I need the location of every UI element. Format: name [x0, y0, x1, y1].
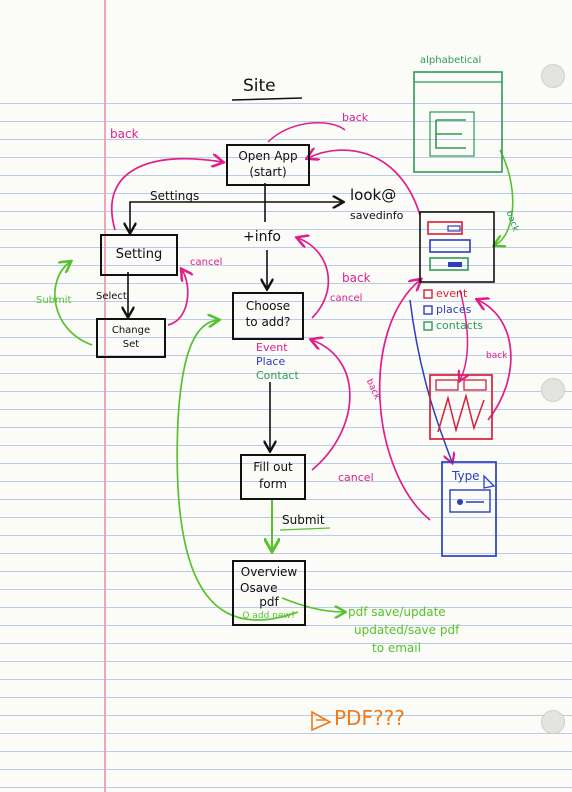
page-title: Site — [243, 76, 276, 96]
settings-label: Settings — [150, 189, 200, 203]
alphabetical-mockup — [413, 71, 503, 173]
link-saved-to-list — [460, 289, 468, 380]
fill-form-node[interactable]: Fill out form — [240, 454, 306, 500]
cancel-form-to-choose — [312, 340, 351, 471]
overview-pdf: pdf — [259, 595, 279, 609]
select-label: Select — [96, 291, 127, 302]
back-label-top: back — [342, 111, 369, 124]
checklist-event: event — [436, 287, 468, 300]
binder-hole — [541, 64, 565, 88]
type-label: Type — [452, 469, 480, 483]
submit-loop — [54, 262, 93, 346]
open-app-sublabel: (start) — [249, 165, 287, 179]
overview-add-new: O add new? — [242, 611, 296, 621]
title-underline — [231, 97, 303, 101]
cancel-setting-label: cancel — [190, 257, 223, 268]
cancel-form-label: cancel — [338, 471, 374, 484]
checkbox-event — [423, 289, 433, 299]
binder-hole — [541, 378, 565, 402]
option-place: Place — [256, 355, 286, 368]
back-choose-to-info — [298, 238, 330, 319]
back-label-left: back — [110, 127, 139, 141]
cancel-choose-label: cancel — [330, 293, 363, 304]
alpha-to-saved — [495, 149, 514, 245]
submit-form-label: Submit — [282, 513, 325, 527]
look-at-label: look@ — [350, 186, 397, 204]
pdf-arrow — [281, 597, 344, 612]
overview-label: Overview — [240, 565, 298, 579]
overview-save: Osave — [240, 581, 278, 595]
back-top-curve — [267, 121, 346, 143]
margin-line — [104, 0, 106, 792]
checkbox-contacts — [423, 321, 433, 331]
pencil-icon — [311, 710, 332, 732]
saved-info-label: savedinfo — [350, 209, 404, 222]
setting-label: Setting — [115, 247, 163, 262]
checklist-places: places — [436, 303, 472, 316]
choose-node[interactable]: Choose to add? — [232, 292, 304, 340]
cancel-change-to-setting — [167, 270, 188, 326]
binder-hole — [541, 710, 565, 734]
back-choose-label: back — [342, 271, 371, 285]
pdf-question: PDF??? — [334, 706, 405, 730]
back-saved-to-open — [308, 150, 421, 216]
change-set-sublabel: Set — [122, 339, 140, 350]
pdf-note-3: to email — [372, 641, 421, 655]
checklist-contacts: contacts — [436, 319, 483, 332]
back-type-to-saved — [378, 280, 431, 521]
option-contact: Contact — [256, 369, 299, 382]
fill-form-sublabel: form — [259, 477, 287, 491]
change-set-label: Change — [111, 325, 151, 336]
arrow-open-to-settings — [130, 201, 232, 232]
submit-loop-label: Submit — [36, 295, 72, 306]
pdf-note-2: updated/save pdf — [354, 623, 460, 637]
submit-underline — [279, 527, 331, 531]
back-list-to-saved — [478, 300, 512, 421]
plus-info-label: +info — [243, 229, 281, 245]
open-app-node[interactable]: Open App (start) — [226, 144, 310, 186]
change-set-node[interactable]: Change Set — [96, 318, 166, 358]
choose-sublabel: to add? — [245, 315, 291, 329]
alphabetical-label: alphabetical — [420, 55, 482, 66]
checkbox-places — [423, 305, 433, 315]
event-detail-mockup — [429, 374, 493, 440]
saved-info-mockup — [419, 211, 495, 283]
overview-node[interactable]: Overview Osave pdf O add new? — [232, 560, 306, 626]
setting-node[interactable]: Setting — [100, 234, 178, 276]
type-mockup — [441, 461, 497, 557]
fill-form-label: Fill out — [253, 460, 293, 474]
add-new-loop — [176, 320, 299, 621]
option-event: Event — [256, 341, 288, 354]
back-setting-to-open — [110, 159, 222, 231]
back-list-label: back — [486, 351, 508, 361]
choose-label: Choose — [245, 299, 291, 313]
pdf-note-1: pdf save/update — [348, 605, 446, 619]
open-app-label: Open App — [238, 149, 298, 163]
